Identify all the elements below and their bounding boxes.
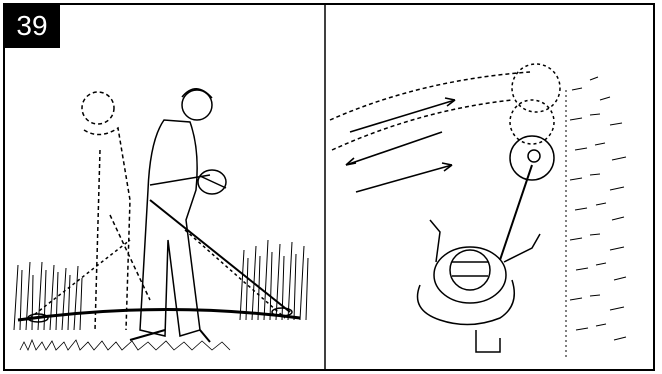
left-panel-illustration [14,89,308,350]
swing-arc-left [30,240,130,318]
operator-ghost-icon [82,92,150,330]
cut-circle-current [510,136,554,180]
engine-unit-icon [198,170,226,194]
cut-grass-stubble [20,340,230,350]
figure-border [4,4,654,370]
brushcutter-shaft [150,200,290,312]
operator-main-icon [130,89,212,342]
motion-arrows-icon [346,98,455,192]
operator-topview-icon [418,220,541,352]
cut-circle-1 [512,64,560,112]
swing-path-outer [330,72,530,120]
trimmer-head [528,150,540,162]
right-panel-illustration [330,64,626,360]
brushcutter-shaft-top [500,165,532,260]
cut-circle-2 [510,100,554,144]
uncut-grass-icon [566,77,626,360]
figure-number-badge: 39 [4,4,60,48]
